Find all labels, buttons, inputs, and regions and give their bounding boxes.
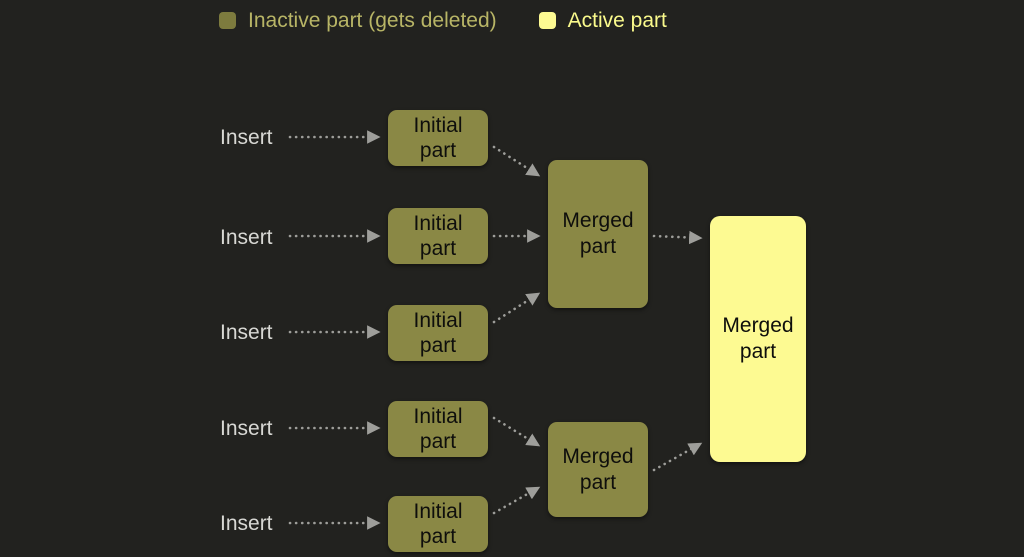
initial-5-to-merged-2: [492, 486, 541, 515]
insert-label-1: Insert: [220, 126, 273, 149]
legend-item-active: Active part: [538, 9, 667, 32]
initial-4-to-merged-2: [492, 416, 541, 447]
merged-1-to-active: [652, 230, 703, 245]
insert-label-2: Insert: [220, 226, 273, 249]
active-merged-part-node[interactable]: Merged part: [710, 216, 806, 462]
initial-1-to-merged-1: [492, 145, 541, 177]
insert-label-5: Insert: [220, 512, 273, 535]
legend-label-inactive: Inactive part (gets deleted): [248, 9, 497, 32]
initial-part-node-1[interactable]: Initial part: [388, 110, 488, 166]
inactive-part-swatch-icon: [219, 12, 236, 29]
initial-part-node-5[interactable]: Initial part: [388, 496, 488, 552]
initial-part-node-2[interactable]: Initial part: [388, 208, 488, 264]
merged-part-node-2[interactable]: Merged part: [548, 422, 648, 517]
initial-part-node-4[interactable]: Initial part: [388, 401, 488, 457]
merged-2-to-active: [652, 442, 703, 472]
initial-part-node-3[interactable]: Initial part: [388, 305, 488, 361]
initial-3-to-merged-1: [492, 292, 541, 324]
legend-item-inactive: Inactive part (gets deleted): [219, 10, 539, 31]
active-part-swatch-icon: [538, 12, 556, 29]
legend: Inactive part (gets deleted) Active part: [219, 10, 667, 31]
insert-label-4: Insert: [220, 417, 273, 440]
insert-label-3: Insert: [220, 321, 273, 344]
merged-part-node-1[interactable]: Merged part: [548, 160, 648, 308]
legend-label-active: Active part: [567, 9, 667, 32]
